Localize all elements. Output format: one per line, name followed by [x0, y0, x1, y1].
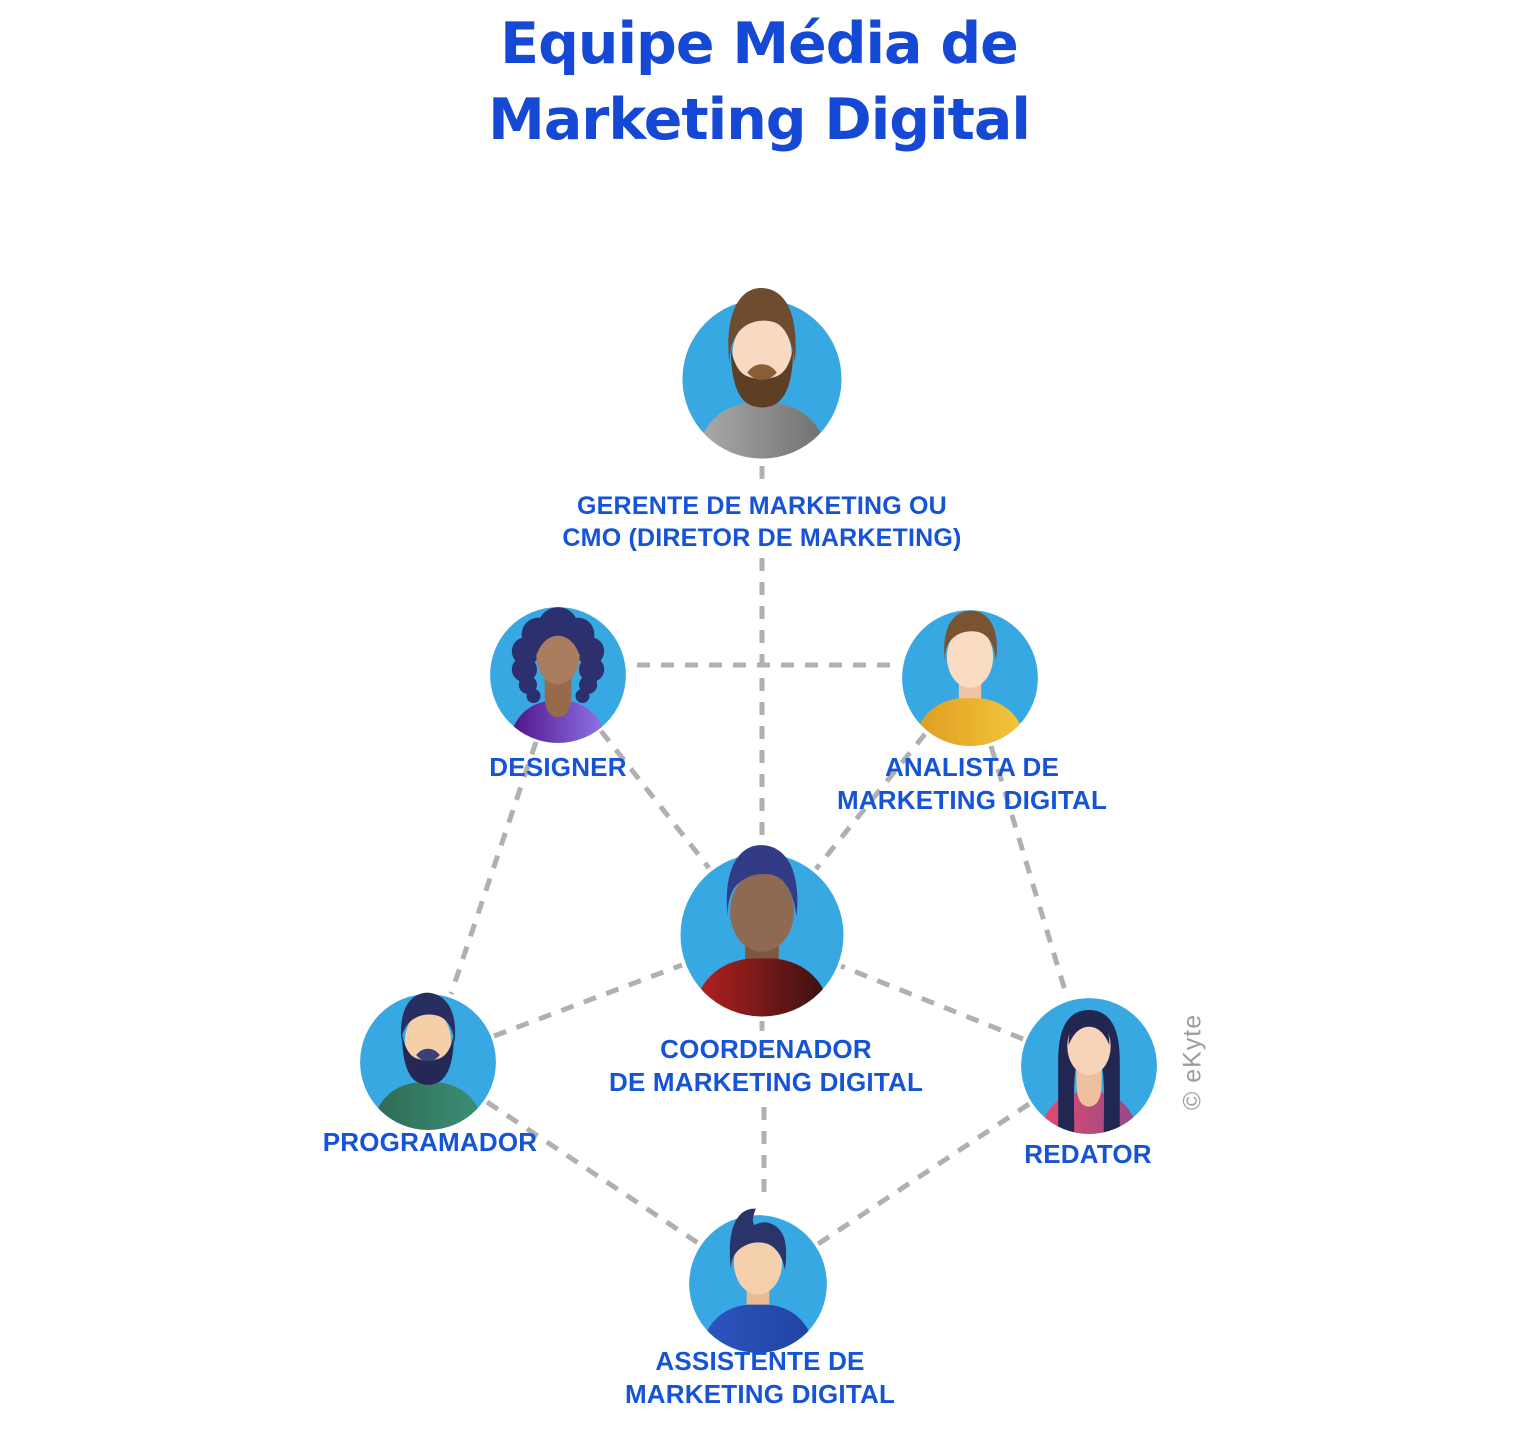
analista-avatar-icon — [902, 610, 1038, 746]
label-analista-line2: MARKETING DIGITAL — [836, 785, 1108, 815]
link-redator-assistente — [816, 1101, 1031, 1247]
hair — [729, 1208, 787, 1270]
torso — [507, 700, 609, 743]
page-title: Equipe Média de Marketing Digital — [0, 6, 1518, 158]
label-programador: PROGRAMADOR — [323, 1126, 538, 1159]
label-redator: REDATOR — [1024, 1138, 1152, 1171]
coordenador-avatar-icon — [680, 845, 844, 1017]
gerente-avatar-icon — [682, 287, 842, 459]
watermark: © eKyte — [1178, 1013, 1207, 1111]
label-gerente: GERENTE DE MARKETING OU CMO (DIRETOR DE … — [562, 490, 961, 554]
redator-avatar-icon — [1021, 998, 1157, 1134]
node-redator — [1019, 996, 1159, 1136]
face — [536, 626, 580, 685]
hair — [400, 992, 456, 1043]
node-assistente — [687, 1208, 829, 1355]
link-redator-coordenador — [840, 963, 1024, 1042]
node-gerente — [680, 287, 844, 461]
label-designer: DESIGNER — [489, 751, 626, 784]
link-coordenador-assistente — [759, 1021, 767, 1200]
mustache — [747, 364, 777, 380]
torso — [370, 1082, 486, 1130]
label-assistente-line1: ASSISTENTE DE — [655, 1346, 865, 1376]
link-programador-coordenador — [493, 962, 683, 1039]
assistente-avatar-icon — [689, 1208, 827, 1353]
mustache — [416, 1048, 440, 1062]
face — [404, 1010, 452, 1072]
hair-fringe — [536, 626, 580, 656]
hair — [726, 845, 798, 917]
link-designer-programador — [448, 741, 539, 995]
designer-avatar-icon — [490, 607, 626, 743]
face — [730, 871, 794, 952]
label-coordenador-line1: COORDENADOR — [660, 1034, 872, 1064]
title-line1: Equipe Média de — [500, 11, 1019, 77]
node-programador — [358, 992, 498, 1132]
torso — [691, 958, 833, 1017]
node-designer — [488, 605, 628, 745]
label-designer-line1: DESIGNER — [489, 752, 627, 782]
face — [946, 626, 994, 688]
hair — [728, 287, 796, 363]
chest — [544, 672, 572, 717]
label-gerente-line2: CMO (DIRETOR DE MARKETING) — [562, 524, 962, 552]
node-coordenador — [678, 845, 846, 1019]
label-coordenador-line2: DE MARKETING DIGITAL — [608, 1067, 924, 1097]
link-analista-coordenador — [814, 732, 927, 871]
chest — [1076, 1063, 1102, 1107]
beard — [730, 347, 794, 408]
label-analista: ANALISTA DE MARKETING DIGITAL — [837, 751, 1107, 817]
label-coordenador: COORDENADOR DE MARKETING DIGITAL — [609, 1033, 923, 1099]
node-analista — [900, 608, 1040, 748]
label-programador-line1: PROGRAMADOR — [322, 1127, 538, 1157]
torso — [694, 402, 830, 459]
title-line2: Marketing Digital — [488, 87, 1031, 153]
face — [1067, 1017, 1111, 1076]
link-analista-redator — [988, 745, 1070, 998]
beard — [402, 1034, 454, 1085]
torso — [699, 1304, 817, 1353]
face — [733, 1230, 783, 1295]
programador-avatar-icon — [360, 992, 496, 1130]
label-assistente: ASSISTENTE DE MARKETING DIGITAL — [625, 1345, 895, 1411]
hair-fringe — [1068, 1017, 1110, 1045]
torso — [912, 698, 1028, 746]
label-analista-line1: ANALISTA DE — [884, 752, 1060, 782]
link-programador-assistente — [485, 1099, 700, 1246]
face — [732, 316, 792, 393]
link-designer-coordenador — [599, 729, 711, 870]
label-gerente-line1: GERENTE DE MARKETING OU — [577, 492, 947, 520]
label-assistente-line2: MARKETING DIGITAL — [624, 1379, 896, 1409]
label-redator-line1: REDATOR — [1024, 1139, 1152, 1169]
hair — [944, 610, 997, 662]
